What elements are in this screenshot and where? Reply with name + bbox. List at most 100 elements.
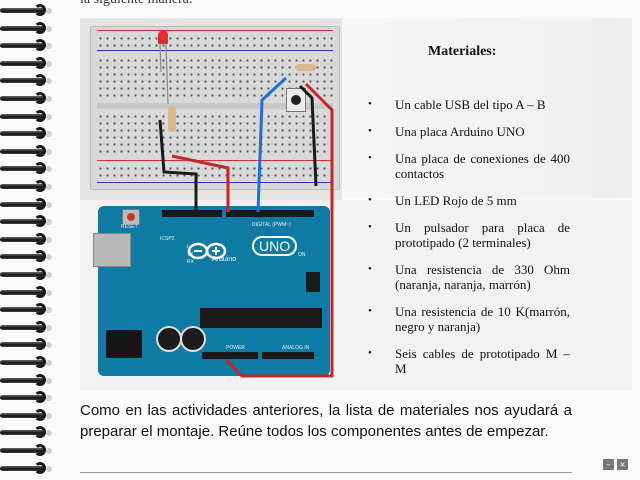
digital-label: DIGITAL (PWM~) (252, 222, 291, 228)
binding-hook (34, 426, 46, 439)
binding-wire (0, 289, 44, 295)
binding-wire (0, 448, 44, 453)
binding-hook (34, 39, 46, 52)
binding-hole (46, 78, 52, 85)
binding-hook (34, 162, 46, 175)
binding-hook (34, 4, 46, 16)
binding-ring (0, 373, 52, 386)
materials-item: •Un LED Rojo de 5 mm (368, 193, 570, 208)
resistor-330-ohm (168, 106, 176, 132)
binding-wire (0, 360, 44, 365)
binding-wire (0, 342, 44, 348)
breadboard-center-groove (97, 103, 333, 109)
reset-label: RESET (121, 224, 138, 230)
binding-hook (34, 303, 46, 316)
binding-hole (46, 166, 52, 173)
red-led (158, 30, 168, 44)
materials-item-text: Una placa de conexiones de 400 contactos (395, 151, 570, 181)
digital-header-left (162, 210, 222, 217)
binding-ring (0, 303, 52, 316)
binding-hole (46, 465, 52, 472)
binding-wire (0, 219, 44, 225)
materials-item-text: Una placa Arduino UNO (395, 124, 525, 139)
binding-hole (46, 254, 52, 261)
reset-button (122, 209, 140, 225)
materials-item: •Una resistencia de 10 K(marrón, negro y… (368, 304, 570, 334)
binding-ring (0, 232, 52, 245)
close-icon[interactable]: × (617, 459, 628, 470)
bullet: • (368, 305, 372, 317)
materials-item: • Una placa de conexiones de 400 contacto… (368, 151, 570, 181)
binding-ring (0, 197, 52, 210)
binding-hook (34, 144, 46, 157)
binding-ring (0, 180, 52, 192)
binding-ring (0, 285, 52, 298)
binding-wire (0, 43, 44, 49)
binding-hook (34, 215, 46, 228)
binding-hole (46, 96, 52, 102)
binding-hole (46, 395, 52, 402)
materials-list: •Un cable USB del tipo A – B •Una placa … (368, 97, 570, 376)
binding-wire (0, 113, 44, 119)
materials-item-text: Seis cables de prototipado M – M (395, 346, 570, 376)
binding-ring (0, 426, 52, 439)
binding-wire (0, 395, 44, 401)
breadboard-rail-blue-bottom (97, 182, 333, 183)
figure-shadow-right (342, 18, 632, 198)
bullet: • (368, 98, 372, 110)
resistor-10k (296, 64, 316, 71)
binding-hook (34, 391, 46, 404)
binding-hook (34, 461, 46, 474)
binding-hole (46, 25, 52, 32)
bullet: • (368, 152, 372, 164)
binding-hole (46, 113, 52, 120)
breadboard-rail-red-bottom (97, 160, 333, 161)
binding-hole (46, 412, 52, 419)
binding-wire (0, 184, 44, 189)
materials-item: •Una placa Arduino UNO (368, 124, 570, 139)
binding-ring (0, 56, 52, 69)
binding-hole (46, 131, 52, 138)
footer-rule (80, 472, 572, 473)
breadboard-holes-lower (97, 113, 333, 155)
binding-hole (46, 148, 52, 155)
binding-hook (34, 197, 46, 210)
bullet: • (368, 194, 372, 206)
breadboard-rail-blue-top (97, 50, 333, 51)
binding-hook (34, 285, 46, 298)
binding-hook (34, 338, 46, 351)
binding-hole (46, 184, 52, 190)
binding-wire (0, 166, 44, 172)
binding-wire (0, 60, 44, 66)
capacitor-left (156, 326, 182, 352)
binding-wire (0, 78, 44, 84)
binding-wire (0, 465, 44, 471)
binding-hook (34, 109, 46, 122)
binding-hook (34, 356, 46, 368)
viewer-controls: –× (603, 454, 631, 472)
materials-item-text: Un cable USB del tipo A – B (395, 97, 546, 112)
binding-ring (0, 250, 52, 263)
binding-ring (0, 268, 52, 280)
binding-wire (0, 96, 44, 101)
binding-hole (46, 60, 52, 67)
power-header (202, 352, 258, 359)
binding-wire (0, 377, 44, 383)
materials-item: •Seis cables de prototipado M – M (368, 346, 570, 376)
binding-hole (46, 324, 52, 331)
binding-ring (0, 162, 52, 175)
microcontroller-chip (200, 308, 322, 328)
minimize-icon[interactable]: – (603, 459, 614, 470)
binding-wire (0, 131, 44, 137)
breadboard-rail-red-top (97, 30, 333, 31)
binding-hole (46, 219, 52, 226)
breadboard-rail-holes-bottom (97, 165, 333, 179)
capacitor-right (180, 326, 206, 352)
binding-hook (34, 320, 46, 333)
binding-ring (0, 391, 52, 404)
materials-item: • Un cable USB del tipo A – B (368, 97, 570, 112)
bullet: • (368, 263, 372, 275)
binding-wire (0, 148, 44, 154)
binding-hook (34, 180, 46, 192)
binding-hole (46, 43, 52, 50)
